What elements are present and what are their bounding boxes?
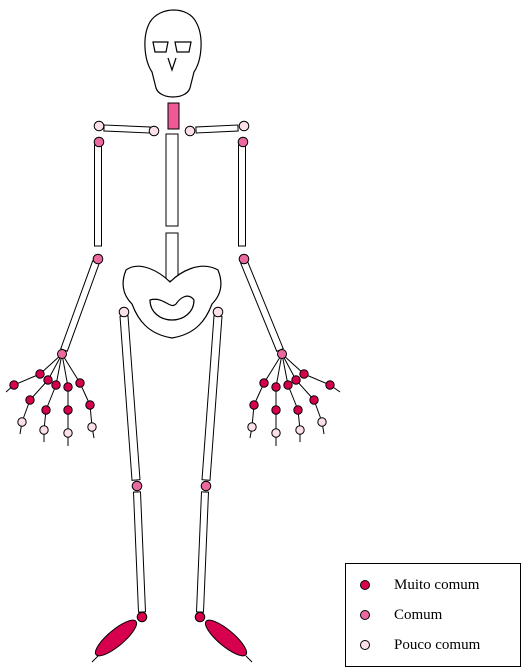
skull <box>145 10 201 97</box>
joint <box>213 307 223 317</box>
legend-label: Comum <box>394 607 442 624</box>
legend-label: Pouco comum <box>394 637 480 654</box>
joint <box>44 376 52 384</box>
spine <box>166 134 178 281</box>
joint <box>76 379 84 387</box>
joint <box>88 423 96 431</box>
right-clavicle <box>196 125 238 133</box>
joint <box>36 370 44 378</box>
joint <box>64 383 72 391</box>
joint <box>119 307 129 317</box>
joint <box>292 376 300 384</box>
joint <box>93 254 103 264</box>
left-tibia <box>134 492 146 612</box>
joint <box>296 426 304 434</box>
left-clavicle <box>104 125 150 133</box>
left-toe <box>92 656 98 662</box>
legend: Muito comum Comum Pouco comum <box>345 563 521 667</box>
joint <box>300 370 308 378</box>
joint <box>248 423 256 431</box>
joint <box>278 350 287 359</box>
joint <box>195 612 205 622</box>
joint <box>86 401 94 409</box>
right-femur <box>202 316 222 481</box>
common-dot <box>360 610 370 620</box>
joint <box>272 383 280 391</box>
right-humerus <box>239 145 246 246</box>
legend-item-very-common: Muito comum <box>360 573 479 597</box>
joint <box>149 126 159 136</box>
legend-item-common: Comum <box>360 603 442 627</box>
joint <box>26 396 34 404</box>
joint <box>58 350 67 359</box>
joint <box>284 381 292 389</box>
joint <box>294 406 302 414</box>
joint <box>272 406 280 414</box>
legend-item-rare: Pouco comum <box>360 633 480 657</box>
joint <box>239 254 249 264</box>
left-humerus <box>95 145 102 246</box>
left-femur <box>120 316 140 481</box>
joint <box>137 612 147 622</box>
joint <box>326 381 334 389</box>
joint <box>238 137 248 147</box>
neck-bone <box>168 103 179 129</box>
joint <box>52 381 60 389</box>
joint <box>201 481 211 491</box>
rare-dot <box>360 640 370 650</box>
very-common-dot <box>360 580 370 590</box>
left-foot <box>91 615 141 661</box>
right-toe <box>246 656 252 662</box>
joint <box>18 418 26 426</box>
legend-label: Muito comum <box>394 577 479 594</box>
joint <box>64 406 72 414</box>
joint <box>94 121 104 131</box>
joint <box>260 379 268 387</box>
right-foot <box>201 615 251 661</box>
joint <box>10 381 18 389</box>
joint <box>94 137 104 147</box>
joint <box>132 481 142 491</box>
left-forearm <box>61 261 100 351</box>
joint <box>64 429 72 437</box>
joint <box>185 126 195 136</box>
joint <box>272 429 280 437</box>
joint <box>42 406 50 414</box>
right-tibia <box>197 492 209 612</box>
right-forearm <box>241 261 283 352</box>
joint <box>239 121 249 131</box>
joint <box>318 418 326 426</box>
joint <box>310 396 318 404</box>
joint <box>250 401 258 409</box>
joint <box>40 426 48 434</box>
